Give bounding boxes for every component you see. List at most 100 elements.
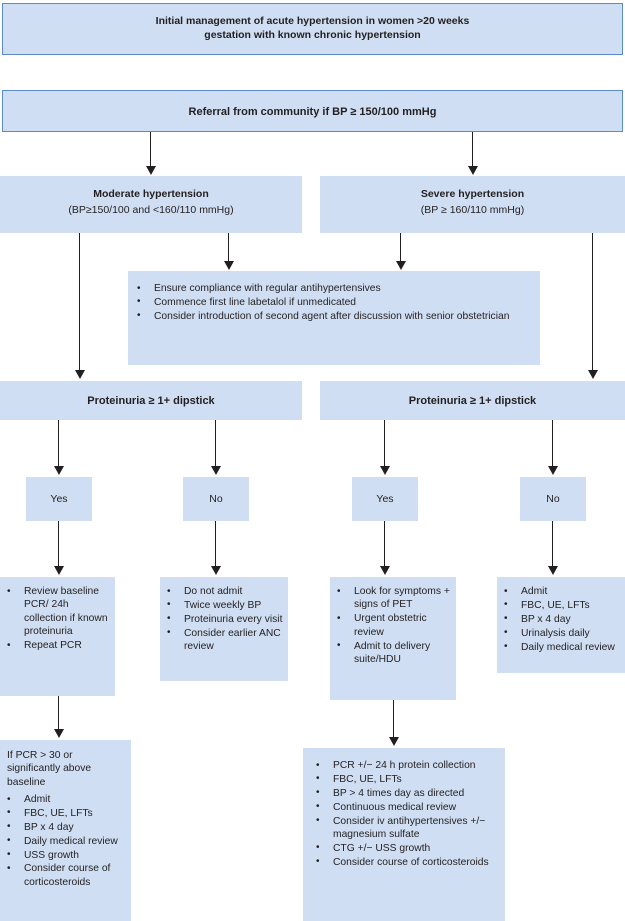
- list-item: Admit: [499, 584, 621, 598]
- connector-severe-to-management: [400, 233, 402, 264]
- shared-management-box: Ensure compliance with regular antihyper…: [128, 271, 540, 365]
- arrowhead-proteinuria-right-yes: [380, 466, 390, 475]
- list-item: Consider course of corticosteroids: [2, 862, 127, 889]
- list-item: Repeat PCR: [2, 638, 111, 652]
- arrowhead-to-pcr-threshold: [54, 729, 64, 738]
- severe-yes-decision-box: Yes: [352, 477, 418, 521]
- proteinuria-left-label: Proteinuria ≥ 1+ dipstick: [87, 395, 215, 407]
- title-line-1: Initial management of acute hypertension…: [155, 15, 470, 27]
- list-item: Urgent obstetric review: [332, 612, 452, 639]
- moderate-yes-action-box: Review baseline PCR/ 24h collection if k…: [0, 577, 115, 696]
- list-item: Consider earlier ANC review: [162, 626, 284, 654]
- connector-referral-to-moderate: [150, 132, 152, 169]
- severe-no-action-box: Admit FBC, UE, LFTs BP x 4 day Urinalysi…: [497, 577, 625, 673]
- list-item: FBC, UE, LFTs: [499, 598, 621, 612]
- pcr-threshold-lead: If PCR > 30 or significantly above basel…: [7, 750, 92, 788]
- arrowhead-severe-to-proteinuria: [588, 370, 598, 379]
- arrowhead-to-severe-pet: [389, 737, 399, 746]
- list-item: Continuous medical review: [311, 800, 499, 814]
- moderate-hypertension-box: Moderate hypertension (BP≥150/100 and <1…: [0, 176, 302, 233]
- severe-heading: Severe hypertension: [420, 188, 525, 200]
- severe-pet-management-list: PCR +/− 24 h protein collection FBC, UE,…: [311, 758, 499, 870]
- list-item: Proteinuria every visit: [162, 612, 284, 626]
- shared-management-list: Ensure compliance with regular antihyper…: [132, 281, 534, 324]
- list-item: Consider iv antihypertensives +/− magnes…: [311, 814, 499, 842]
- proteinuria-right-label: Proteinuria ≥ 1+ dipstick: [408, 395, 537, 407]
- referral-label: Referral from community if BP ≥ 150/100 …: [188, 106, 437, 118]
- title-line-2: gestation with known chronic hypertensio…: [204, 29, 421, 41]
- referral-box: Referral from community if BP ≥ 150/100 …: [2, 90, 623, 132]
- list-item: Admit: [2, 792, 127, 806]
- arrowhead-moderate-to-management: [224, 261, 234, 270]
- arrowhead-severe-to-management: [396, 261, 406, 270]
- moderate-no-label: No: [209, 493, 223, 505]
- list-item: PCR +/− 24 h protein collection: [311, 758, 499, 772]
- connector-moderate-to-proteinuria: [79, 233, 81, 373]
- severe-yes-action-box: Look for symptoms + signs of PET Urgent …: [330, 577, 456, 700]
- list-item: Review baseline PCR/ 24h collection if k…: [2, 585, 111, 639]
- proteinuria-right-box: Proteinuria ≥ 1+ dipstick: [320, 381, 625, 420]
- moderate-heading: Moderate hypertension: [93, 188, 209, 200]
- list-item: Do not admit: [162, 584, 284, 598]
- connector-severe-to-proteinuria: [592, 233, 594, 373]
- pcr-threshold-list: Admit FBC, UE, LFTs BP x 4 day Daily med…: [2, 792, 127, 890]
- connector-proteinuria-left-yes: [58, 420, 60, 469]
- list-item: USS growth: [2, 848, 127, 862]
- proteinuria-left-box: Proteinuria ≥ 1+ dipstick: [0, 381, 302, 420]
- list-item: Urinalysis daily: [499, 626, 621, 640]
- arrowhead-moderate-no-to-actions: [211, 566, 221, 575]
- list-item: Commence first line labetalol if unmedic…: [132, 295, 534, 309]
- list-item: FBC, UE, LFTs: [2, 806, 127, 820]
- list-item: BP x 4 day: [499, 612, 621, 626]
- list-item: Twice weekly BP: [162, 598, 284, 612]
- connector-moderate-yes-to-actions: [58, 521, 60, 569]
- severe-detail: (BP ≥ 160/110 mmHg): [420, 204, 525, 216]
- severe-yes-action-list: Look for symptoms + signs of PET Urgent …: [332, 585, 452, 667]
- connector-to-pcr-threshold: [58, 696, 60, 732]
- list-item: BP x 4 day: [2, 820, 127, 834]
- moderate-no-action-list: Do not admit Twice weekly BP Proteinuria…: [162, 584, 284, 654]
- connector-moderate-no-to-actions: [215, 521, 217, 569]
- connector-proteinuria-right-yes: [384, 420, 386, 469]
- arrowhead-moderate-to-proteinuria: [75, 370, 85, 379]
- severe-pet-management-box: PCR +/− 24 h protein collection FBC, UE,…: [303, 748, 505, 921]
- list-item: Admit to delivery suite/HDU: [332, 639, 452, 667]
- list-item: Look for symptoms + signs of PET: [332, 585, 452, 612]
- severe-yes-label: Yes: [376, 493, 394, 505]
- connector-to-severe-pet: [393, 700, 395, 740]
- connector-referral-to-severe: [472, 132, 474, 169]
- title-box: Initial management of acute hypertension…: [2, 3, 623, 55]
- moderate-yes-action-list: Review baseline PCR/ 24h collection if k…: [2, 585, 111, 653]
- connector-severe-no-to-actions: [552, 521, 554, 569]
- moderate-yes-label: Yes: [50, 493, 68, 505]
- list-item: CTG +/− USS growth: [311, 841, 499, 855]
- arrowhead-referral-to-moderate: [146, 166, 156, 175]
- arrowhead-severe-yes-to-actions: [380, 566, 390, 575]
- arrowhead-severe-no-to-actions: [548, 566, 558, 575]
- moderate-yes-decision-box: Yes: [26, 477, 92, 521]
- arrowhead-moderate-yes-to-actions: [54, 566, 64, 575]
- moderate-no-decision-box: No: [183, 477, 249, 521]
- arrowhead-proteinuria-right-no: [548, 466, 558, 475]
- severe-no-action-list: Admit FBC, UE, LFTs BP x 4 day Urinalysi…: [499, 584, 621, 654]
- arrowhead-referral-to-severe: [468, 166, 478, 175]
- list-item: Consider introduction of second agent af…: [132, 309, 534, 323]
- moderate-detail: (BP≥150/100 and <160/110 mmHg): [68, 204, 234, 216]
- arrowhead-proteinuria-left-no: [211, 466, 221, 475]
- severe-no-decision-box: No: [520, 477, 586, 521]
- severe-no-label: No: [546, 493, 560, 505]
- list-item: FBC, UE, LFTs: [311, 772, 499, 786]
- list-item: Consider course of corticosteroids: [311, 855, 499, 869]
- connector-proteinuria-left-no: [215, 420, 217, 469]
- list-item: Ensure compliance with regular antihyper…: [132, 281, 534, 295]
- connector-proteinuria-right-no: [552, 420, 554, 469]
- pcr-threshold-box: If PCR > 30 or significantly above basel…: [0, 740, 131, 921]
- arrowhead-proteinuria-left-yes: [54, 466, 64, 475]
- list-item: BP > 4 times day as directed: [311, 786, 499, 800]
- list-item: Daily medical review: [499, 640, 621, 654]
- list-item: Daily medical review: [2, 834, 127, 848]
- connector-severe-yes-to-actions: [384, 521, 386, 569]
- severe-hypertension-box: Severe hypertension (BP ≥ 160/110 mmHg): [320, 176, 625, 233]
- connector-moderate-to-management: [228, 233, 230, 264]
